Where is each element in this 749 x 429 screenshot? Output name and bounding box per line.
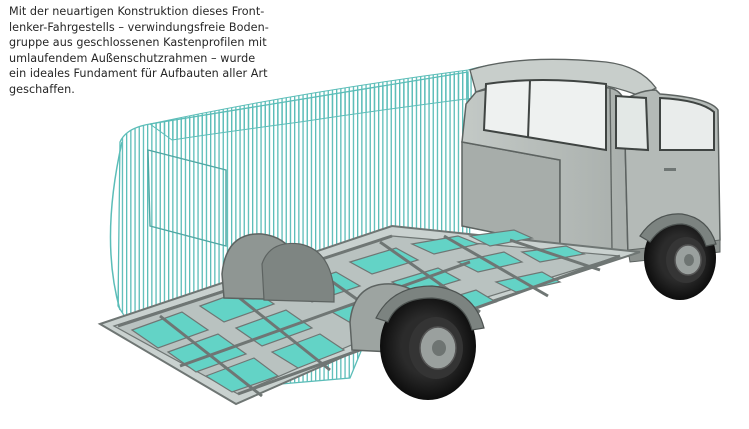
door-outline [609, 87, 613, 251]
side-window [482, 79, 607, 152]
caption-text: Mit der neuartigen Konstruktion dieses F… [9, 4, 309, 98]
door-window [615, 94, 650, 152]
caption-line: gruppe aus geschlossenen Kastenprofilen … [9, 36, 267, 50]
front-wheel [644, 216, 716, 300]
wheel-arch-inner [261, 242, 335, 303]
chassis-frame [97, 224, 641, 406]
body-rear-panel [147, 149, 227, 247]
caption-line: lenker-Fahrgestells – verwindungsfreie B… [9, 20, 269, 34]
caption-line: Mit der neuartigen Konstruktion dieses F… [9, 5, 265, 18]
caption-line: geschaffen. [9, 82, 75, 96]
rear-wheel [380, 292, 476, 400]
windshield [659, 96, 715, 151]
body-rear-edge [109, 141, 123, 311]
caption-line: umlaufendem Außenschutzrahmen – wurde [9, 51, 256, 65]
caption-line: ein ideales Fundament für Aufbauten alle… [9, 67, 268, 81]
rear-mudguard [375, 285, 485, 331]
door-handle [664, 168, 676, 171]
front-mudguard [639, 213, 717, 247]
